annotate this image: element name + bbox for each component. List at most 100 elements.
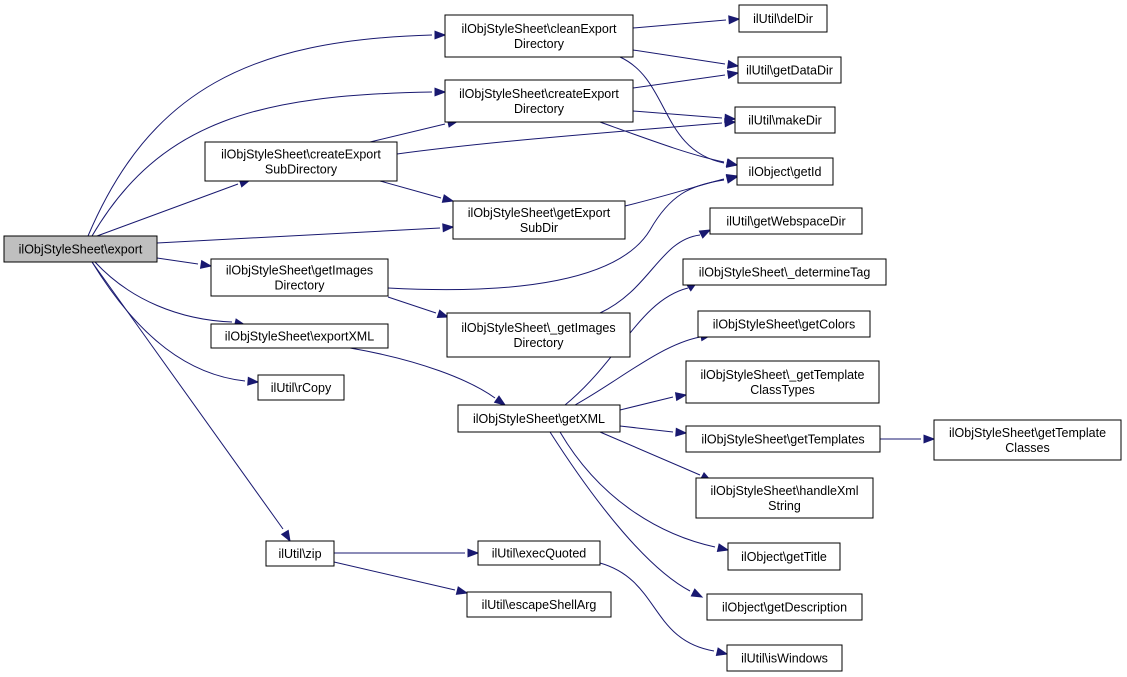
arrowhead (715, 647, 729, 657)
node-label: SubDir (520, 221, 558, 235)
node-label: ilUtil\delDir (753, 12, 813, 26)
node-getWebspaceDir[interactable]: ilUtil\getWebspaceDir (709, 207, 863, 235)
node-escapeShellArg[interactable]: ilUtil\escapeShellArg (466, 591, 612, 618)
edge-line (387, 296, 437, 314)
node-label: ilUtil\escapeShellArg (482, 598, 597, 612)
node-getTemplates[interactable]: ilObjStyleSheet\getTemplates (685, 425, 881, 453)
edge-execQuoted-to-isWindows (599, 562, 729, 657)
node-label: Directory (514, 37, 565, 51)
edge-createExportSubDirectory-to-getExportSubDir (379, 180, 455, 203)
node-box (737, 56, 842, 84)
edge-cleanExportDirectory-to-getId (619, 56, 739, 168)
node-box (726, 644, 843, 672)
edge-line (387, 179, 725, 291)
arrowhead (247, 376, 260, 386)
node-label: ilUtil\getDataDir (746, 64, 833, 78)
node-label: ClassTypes (750, 383, 815, 397)
arrowhead (493, 395, 507, 406)
arrowhead (436, 309, 450, 318)
arrowhead (923, 434, 936, 444)
arrowhead (726, 59, 740, 69)
node-label: SubDirectory (265, 163, 338, 177)
node-box (204, 141, 398, 182)
node-box (466, 591, 612, 618)
edge-line (96, 183, 239, 237)
node-makeDir[interactable]: ilUtil\makeDir (734, 106, 836, 134)
node-box (457, 404, 621, 433)
edge-line (599, 121, 725, 163)
arrowhead (725, 174, 739, 184)
node-label: Directory (513, 336, 564, 350)
node-label: ilObjStyleSheet\getXML (473, 412, 605, 426)
node-zip[interactable]: ilUtil\zip (265, 540, 335, 567)
edge-getXML-to-getDescription (549, 431, 704, 598)
edge-getImagesDirectory-to-_getImagesDirectory (387, 296, 450, 318)
node-label: ilObjStyleSheet\_getImages (461, 321, 615, 335)
edge-line (87, 34, 433, 237)
edge-createExportSubDirectory-to-createExportDirectory (369, 118, 460, 143)
edge-_getImagesDirectory-to-getWebspaceDir (599, 229, 712, 314)
node-label: ilObjStyleSheet\cleanExport (462, 22, 617, 36)
arrowhead (726, 70, 740, 80)
node-label: Classes (1005, 441, 1049, 455)
edge-line (91, 261, 284, 530)
arrowhead (441, 194, 455, 203)
arrowhead (467, 548, 480, 558)
edge-zip-to-execQuoted (334, 548, 480, 558)
node-box (727, 542, 841, 571)
arrowhead (728, 15, 741, 25)
edge-zip-to-escapeShellArg (333, 561, 469, 595)
edge-line (156, 257, 199, 265)
node-label: ilObjStyleSheet\exportXML (225, 330, 374, 344)
edge-line (599, 234, 701, 314)
node-getXML[interactable]: ilObjStyleSheet\getXML (457, 404, 621, 433)
node-label: ilObject\getDescription (722, 601, 847, 615)
node-delDir[interactable]: ilUtil\delDir (738, 4, 828, 33)
arrowhead (690, 588, 704, 598)
node-label: String (768, 499, 801, 513)
node-box (446, 312, 631, 358)
edge-line (91, 91, 433, 237)
node-execQuoted[interactable]: ilUtil\execQuoted (477, 540, 601, 566)
arrowhead (199, 259, 213, 269)
edge-line (632, 49, 726, 65)
node-export[interactable]: ilObjStyleSheet\export (3, 235, 158, 263)
edge-createExportSubDirectory-to-makeDir (396, 118, 737, 155)
arrowhead (716, 543, 730, 553)
node-box (706, 593, 863, 621)
node-getId[interactable]: ilObject\getId (736, 157, 834, 186)
edge-export-to-createExportDirectory (91, 87, 447, 237)
node-label: ilUtil\makeDir (748, 114, 822, 128)
node-box (933, 419, 1122, 461)
node-box (709, 207, 863, 235)
node-label: ilObjStyleSheet\createExport (221, 148, 381, 162)
node-label: ilObject\getId (749, 165, 822, 179)
edge-export-to-zip (91, 261, 291, 543)
node-isWindows[interactable]: ilUtil\isWindows (726, 644, 843, 672)
node-rCopy[interactable]: ilUtil\rCopy (257, 374, 345, 401)
node-getColors[interactable]: ilObjStyleSheet\getColors (697, 310, 871, 338)
edge-line (369, 123, 446, 143)
node-box (477, 540, 601, 566)
node-exportXML[interactable]: ilObjStyleSheet\exportXML (210, 323, 389, 349)
edge-line (349, 347, 496, 399)
node-box (695, 477, 874, 519)
node-getDataDir[interactable]: ilUtil\getDataDir (737, 56, 842, 84)
node-_determineTag[interactable]: ilObjStyleSheet\_determineTag (682, 258, 887, 286)
arrowhead (674, 392, 688, 402)
node-label: ilObjStyleSheet\_getTemplate (701, 368, 865, 382)
edge-line (91, 261, 246, 382)
node-box (685, 425, 881, 453)
edge-export-to-createExportSubDirectory (96, 179, 252, 237)
node-getTitle[interactable]: ilObject\getTitle (727, 542, 841, 571)
node-getDescription[interactable]: ilObject\getDescription (706, 593, 863, 621)
